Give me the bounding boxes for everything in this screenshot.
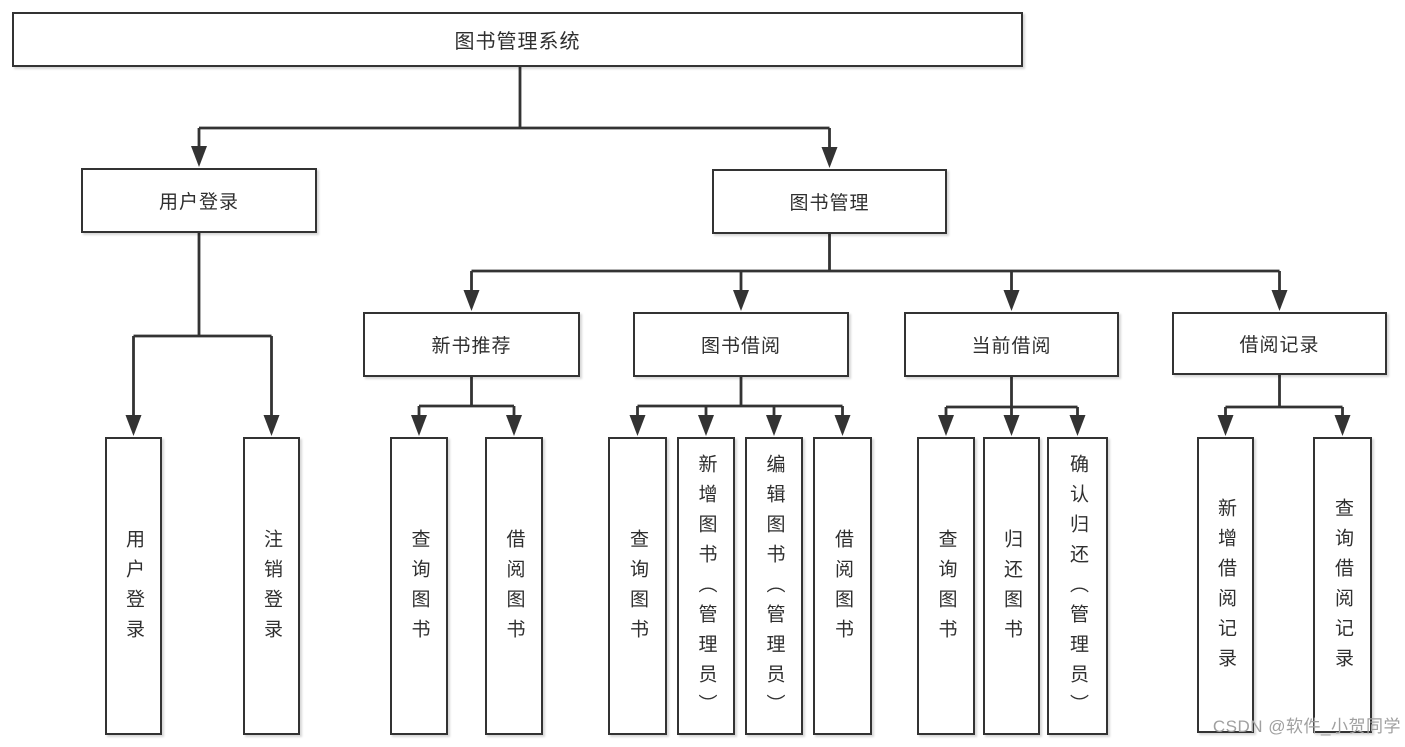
node-current-borrowing: 当前借阅 (904, 312, 1119, 377)
arrowhead (506, 415, 522, 436)
connector-root-to-level2 (197, 67, 831, 149)
node-leaf-borrow-books-recommend: 借阅图书 (485, 437, 543, 735)
node-leaf-edit-book-admin: 编辑图书（管理员） (745, 437, 803, 735)
node-leaf-query-books-recommend: 查询图书 (390, 437, 448, 735)
node-leaf-logout: 注销登录 (243, 437, 300, 735)
node-borrowing-records: 借阅记录 (1172, 312, 1387, 375)
arrowhead (263, 415, 280, 436)
arrowhead (1003, 415, 1020, 436)
watermark: CSDN @软件_小贺同学 (1212, 717, 1401, 736)
node-leaf-query-books-current: 查询图书 (917, 437, 975, 735)
arrowhead (1334, 415, 1351, 436)
node-library-system: 图书管理系统 (12, 12, 1023, 67)
node-new-book-recommendation: 新书推荐 (363, 312, 580, 377)
arrowheads (125, 146, 1351, 436)
node-leaf-borrow-books: 借阅图书 (813, 437, 872, 735)
connector-borrow-record-children (1224, 375, 1344, 417)
arrowhead (411, 415, 427, 436)
node-leaf-query-borrow-record: 查询借阅记录 (1313, 437, 1372, 733)
node-user-login: 用户登录 (81, 168, 317, 233)
connector-book-management-children (470, 234, 1281, 292)
node-leaf-query-books-borrow: 查询图书 (608, 437, 667, 735)
arrowhead (698, 415, 714, 436)
node-book-borrowing: 图书借阅 (633, 312, 849, 377)
arrowhead (629, 415, 646, 436)
node-leaf-confirm-return-admin: 确认归还（管理员） (1047, 437, 1108, 735)
node-leaf-user-login: 用户登录 (105, 437, 162, 735)
arrowhead (463, 290, 480, 311)
arrowhead (1217, 415, 1234, 436)
connector-book-borrow-children (636, 377, 844, 417)
connector-current-borrow-children (944, 377, 1079, 417)
connector-user-login-children (132, 233, 273, 417)
arrowhead (834, 415, 851, 436)
arrowhead (766, 415, 782, 436)
node-leaf-add-borrow-record: 新增借阅记录 (1197, 437, 1254, 733)
node-leaf-add-book-admin: 新增图书（管理员） (677, 437, 735, 735)
arrowhead (938, 415, 954, 436)
node-book-management: 图书管理 (712, 169, 947, 234)
connector-new-book-children (417, 377, 516, 417)
arrowhead (1069, 415, 1086, 436)
arrowhead (821, 147, 838, 168)
arrowhead (191, 146, 207, 167)
arrowhead (1003, 290, 1020, 311)
arrowhead (125, 415, 142, 436)
arrowhead (733, 290, 749, 311)
node-leaf-return-book: 归还图书 (983, 437, 1040, 735)
arrowhead (1271, 290, 1288, 311)
